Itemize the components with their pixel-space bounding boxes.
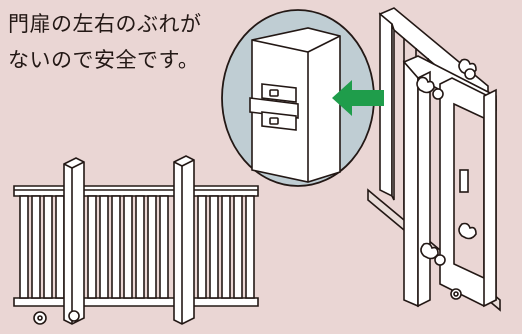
- hinge-detail-callout: [221, 9, 384, 187]
- hinge-bottom: [420, 222, 477, 266]
- left-post: [63, 157, 85, 325]
- right-gate-illustration: [367, 7, 501, 312]
- hinge-top: [416, 76, 444, 100]
- caption-line-1: 門扉の左右のぶれが: [8, 12, 202, 36]
- caption: 門扉の左右のぶれが ないので安全です。: [8, 6, 202, 78]
- hinge-right-top: [458, 58, 477, 80]
- caption-line-2: ないので安全です。: [8, 48, 200, 72]
- left-gate-illustration: [13, 155, 259, 325]
- arrow-icon: [332, 80, 384, 116]
- right-post: [173, 155, 195, 325]
- gate-pickets: [19, 195, 255, 299]
